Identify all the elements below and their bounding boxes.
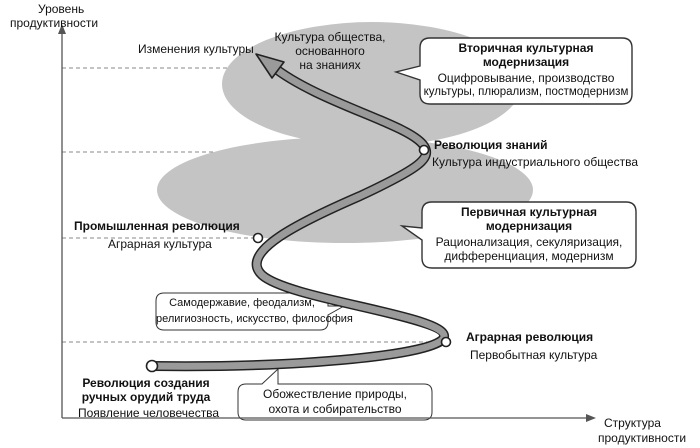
milestone-knowledge-marker [418,144,430,156]
milestone-industrial-marker [252,232,264,244]
hunting-callout-line1: Обожествление природы, [263,387,407,401]
x-axis-label-line2: продуктивности [598,431,687,445]
knowledge-revolution-subtitle: Культура индустриального общества [432,155,639,169]
milestone-origin-marker [145,359,159,373]
agrarian-revolution-title: Аграрная революция [466,330,594,344]
hunting-callout-line2: охота и собирательство [268,402,402,416]
secondary-modernization-title-line2: модернизация [482,55,570,69]
culture-change-label: Изменения культуры [138,42,254,56]
primary-modernization-title-line2: модернизация [485,219,573,233]
knowledge-society-culture-line2: основанного [295,44,365,58]
knowledge-society-culture-line1: Культура общества, [274,30,386,44]
hunting-callout-box [237,367,433,421]
secondary-modernization-box [393,37,633,105]
tool-revolution-title-line2: ручных орудий труда [81,390,211,404]
progress-arrowhead [255,53,285,79]
primary-modernization-title-line1: Первичная культурная [460,205,598,219]
secondary-modernization-text-line2: культуры, плюрализм, постмодернизм [423,86,629,98]
milestone-agrarian-marker [440,336,452,348]
x-axis-label-line1: Структура [604,416,661,430]
industrial-revolution-subtitle: Аграрная культура [108,237,212,251]
knowledge-society-culture-line3: на знаниях [299,58,361,72]
feudalism-callout-line1: Самодержавие, феодализм, [169,297,315,309]
knowledge-revolution-title: Революция знаний [434,138,548,152]
primary-modernization-box [399,201,637,269]
y-axis-label-line1: Уровень [38,2,85,16]
x-axis-arrowhead [586,414,596,422]
tool-revolution-title-line1: Революция создания [82,376,210,390]
primary-modernization-text-line2: дифференциация, модернизм [444,249,614,263]
agrarian-revolution-subtitle: Первобытная культура [470,348,598,362]
y-axis-arrowhead [58,24,66,34]
feudalism-callout-line2: религиозность, искусство, философия [156,313,353,325]
secondary-modernization-title-line1: Вторичная культурная [458,41,594,55]
secondary-modernization-text-line1: Оцифровывание, производство [437,71,615,85]
industrial-revolution-title: Промышленная революция [74,219,240,233]
y-axis-label-line2: продуктивности [10,16,99,30]
tool-revolution-subtitle: Появление человечества [78,406,220,420]
progress-arrow-fill [148,62,448,370]
primary-modernization-text-line1: Рационализация, секуляризация, [435,235,623,249]
